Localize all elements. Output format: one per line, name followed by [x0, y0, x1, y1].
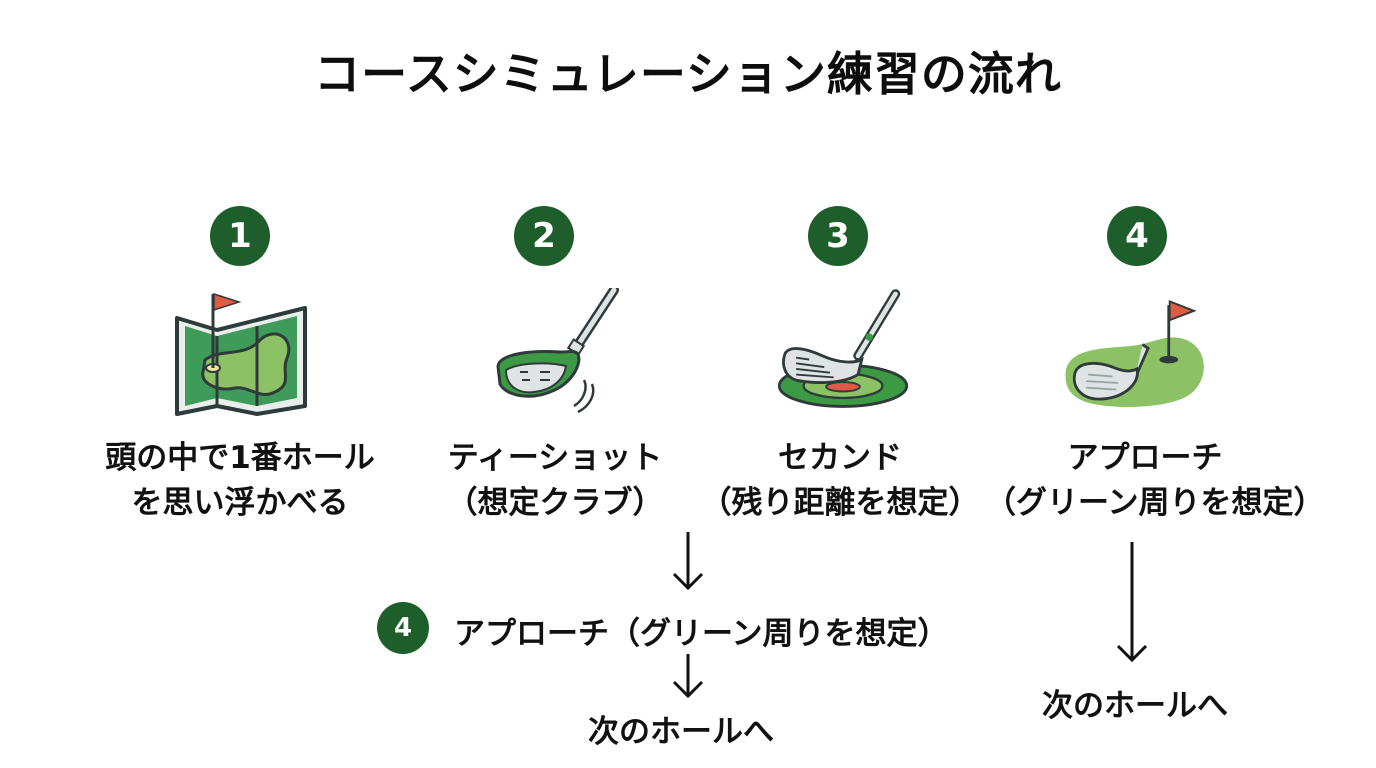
step-2-badge: 2 [514, 206, 574, 266]
step-4-label: アプローチ （グリーン周りを想定） [985, 440, 1325, 521]
approach-green-icon [1065, 300, 1204, 407]
step-1-badge: 1 [210, 206, 270, 266]
step-3-badge: 3 [808, 206, 868, 266]
step-1-label: 頭の中で1番ホール を思い浮かべる [105, 440, 375, 521]
page-title: コースシミュレーション練習の流れ [314, 47, 1062, 101]
next-hole-right: 次のホールへ [1042, 688, 1228, 724]
driver-club-icon [496, 288, 619, 414]
step-3-label: セカンド （残り距離を想定） [700, 440, 980, 521]
branch-step-4-badge: 4 [377, 602, 429, 654]
course-map-icon [175, 292, 307, 416]
next-hole-center: 次のホールへ [588, 714, 774, 750]
down-arrow-icon [672, 654, 704, 699]
branch-step-4-text: アプローチ（グリーン周りを想定） [454, 616, 949, 652]
step-2-label: ティーショット （想定クラブ） [446, 440, 664, 521]
step-4-badge: 4 [1107, 206, 1167, 266]
iron-target-icon [777, 289, 909, 408]
down-arrow-icon [672, 532, 704, 591]
down-arrow-icon [1116, 542, 1148, 663]
